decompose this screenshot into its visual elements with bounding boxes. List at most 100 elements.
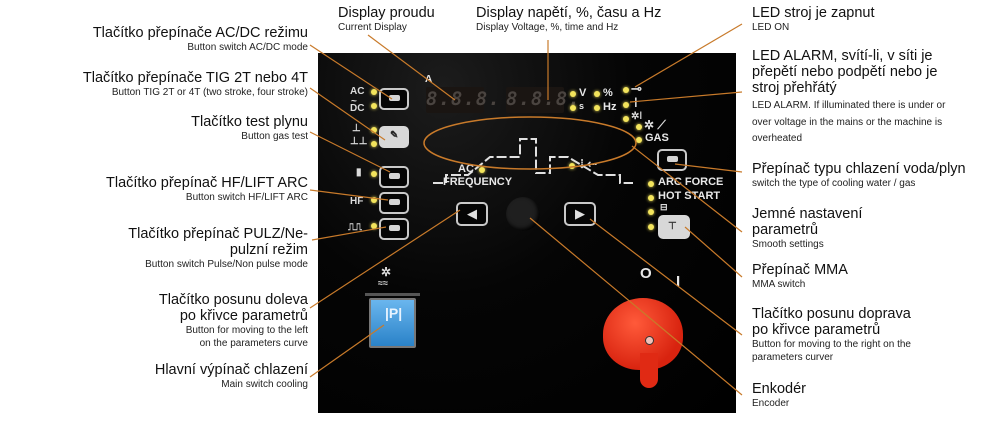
label-pulse-button: Tlačítko přepínač PULZ/Ne- pulzní režim … [128, 226, 308, 271]
label-cz: Display proudu [338, 5, 435, 21]
led-2t [371, 127, 377, 133]
button-knob [389, 173, 400, 179]
gas-test-button[interactable]: ✎ [379, 126, 409, 148]
label-en: MMA switch [752, 279, 806, 291]
label-cz: parametrů [752, 222, 819, 239]
pulse-button[interactable] [379, 218, 409, 240]
pump-icon: |P| [385, 305, 403, 321]
label-cz: Tlačítko posunu doprava [752, 306, 911, 322]
label-cz: Tlačítko přepínače AC/DC režimu [92, 25, 308, 41]
label-en: Display Voltage, %, time and Hz [476, 22, 619, 34]
label-en: switch the type of cooling water / gas [752, 178, 916, 190]
label-voltage-display: Display napětí, %, času a Hz Display Vol… [476, 5, 661, 33]
led-hf [371, 197, 377, 203]
led-ac-frequency [479, 167, 485, 173]
led-mma [648, 224, 654, 230]
main-switch-handle[interactable] [640, 353, 658, 388]
mma-button[interactable]: ⊤ [658, 215, 690, 239]
label-cz: stroj přehřátý [752, 80, 837, 97]
led-alarm [623, 102, 629, 108]
ac-frequency-label-2: FREQUENCY [443, 176, 513, 188]
label-mma-switch: Přepínač MMA MMA switch [752, 262, 848, 290]
current-display: 8.8.8. [426, 87, 500, 113]
pulse-icon: ⎍⎍ [348, 222, 362, 233]
led-gas-cooling [636, 137, 642, 143]
label-en: Button for moving to the left [185, 325, 308, 337]
switch-off-label: O [640, 265, 652, 282]
label-en: LED ON [752, 22, 790, 34]
arc-force-label: ARC FORCE [658, 176, 724, 188]
encoder-knob[interactable] [506, 197, 540, 231]
switch-bezel [365, 293, 420, 296]
switch-screw-icon [645, 336, 654, 345]
label-en: Button switch AC/DC mode [187, 42, 308, 54]
label-led-on: LED stroj je zapnut LED ON [752, 5, 875, 33]
ac-frequency-label-1: AC [458, 163, 474, 175]
led-arc-force [648, 181, 654, 187]
unit-pct: % [603, 87, 613, 99]
label-en: Button TIG 2T or 4T (two stroke, four st… [111, 87, 308, 99]
label-left-button: Tlačítko posunu doleva po křivce paramet… [159, 292, 308, 349]
unit-s: s [579, 101, 585, 111]
led-cooling [623, 116, 629, 122]
button-knob [667, 156, 678, 162]
led-water-cooling [636, 124, 642, 130]
label-led-alarm: LED ALARM, svítí-li, v síti je přepětí n… [752, 48, 945, 146]
label-hf-lift-button: Tlačítko přepínač HF/LIFT ARC Button swi… [106, 175, 308, 203]
hf-lift-button[interactable] [379, 192, 409, 214]
water-cooling-icon: ✲ ⟋ [644, 118, 666, 132]
led-hot-start [648, 195, 654, 201]
right-arrow-button[interactable]: ▶ [564, 202, 596, 226]
acdc-button[interactable] [379, 88, 409, 110]
cooling-type-button[interactable] [657, 149, 687, 171]
led-dc [371, 103, 377, 109]
hf-icon: HF [350, 196, 364, 207]
2t-icon: ⊥ [352, 123, 361, 134]
cooling-status-icon: ✲ǀ [631, 111, 643, 122]
led-gas [371, 171, 377, 177]
led-ac [371, 89, 377, 95]
led-torch-mode [569, 163, 575, 169]
dc-icon: DC [350, 103, 365, 114]
led-pulse [371, 223, 377, 229]
button-knob [389, 95, 400, 101]
label-cz: Jemné nastavení [752, 206, 863, 222]
led-power-on [623, 87, 629, 93]
label-cooling-type: Přepínač typu chlazení voda/plyn switch … [752, 161, 966, 189]
switch-on-label: I [676, 273, 681, 290]
label-cz: Přepínač MMA [752, 262, 848, 278]
voltage-display: 8.8.8. [506, 87, 580, 113]
label-en: over voltage in the mains or the machine… [752, 116, 943, 128]
torch-mode-icon: ⇣⇠ [577, 157, 598, 171]
label-cz: po křivce parametrů [752, 322, 881, 339]
cooling-main-switch[interactable]: |P| [369, 298, 416, 348]
hot-start-label: HOT START [658, 190, 721, 202]
tig-2t-4t-button[interactable] [379, 166, 409, 188]
label-en: overheated [752, 132, 803, 144]
led-4t [371, 141, 377, 147]
label-cz: přepětí nebo podpětí nebo je [752, 64, 938, 81]
amp-unit-label: A [425, 74, 433, 85]
label-acdc-button: Tlačítko přepínače AC/DC režimu Button s… [93, 25, 308, 53]
water-icon: ≈≈ [378, 278, 388, 288]
plug-icon: ⊸ [631, 81, 642, 96]
label-cz: LED ALARM, svítí-li, v síti je [752, 48, 933, 64]
left-arrow-button[interactable]: ◀ [456, 202, 488, 226]
label-right-button: Tlačítko posunu doprava po křivce parame… [752, 306, 911, 363]
label-cz: Tlačítko přepínač PULZ/Ne- [128, 226, 308, 242]
label-cz: Tlačítko přepínač HF/LIFT ARC [106, 175, 308, 191]
led-pct [594, 91, 600, 97]
label-en: Button for moving to the right on the [752, 339, 911, 351]
label-cz: Display napětí, %, času a Hz [476, 5, 662, 21]
label-cz: Tlačítko test plynu [191, 114, 308, 130]
label-cz: Tlačítko posunu doleva [158, 292, 308, 308]
gas-label: GAS [645, 132, 669, 144]
label-cooling-main-switch: Hlavní výpínač chlazení Main switch cool… [155, 362, 308, 390]
label-en: Button switch Pulse/Non pulse mode [145, 259, 308, 271]
led-smooth [648, 209, 654, 215]
label-cz: pulzní režim [229, 242, 308, 259]
label-encoder: Enkodér Encoder [752, 381, 806, 409]
label-cz: Tlačítko přepínače TIG 2T nebo 4T [82, 70, 308, 86]
gas-bottle-icon: ▮ [356, 167, 362, 178]
alarm-icon: ǀ [634, 95, 638, 110]
